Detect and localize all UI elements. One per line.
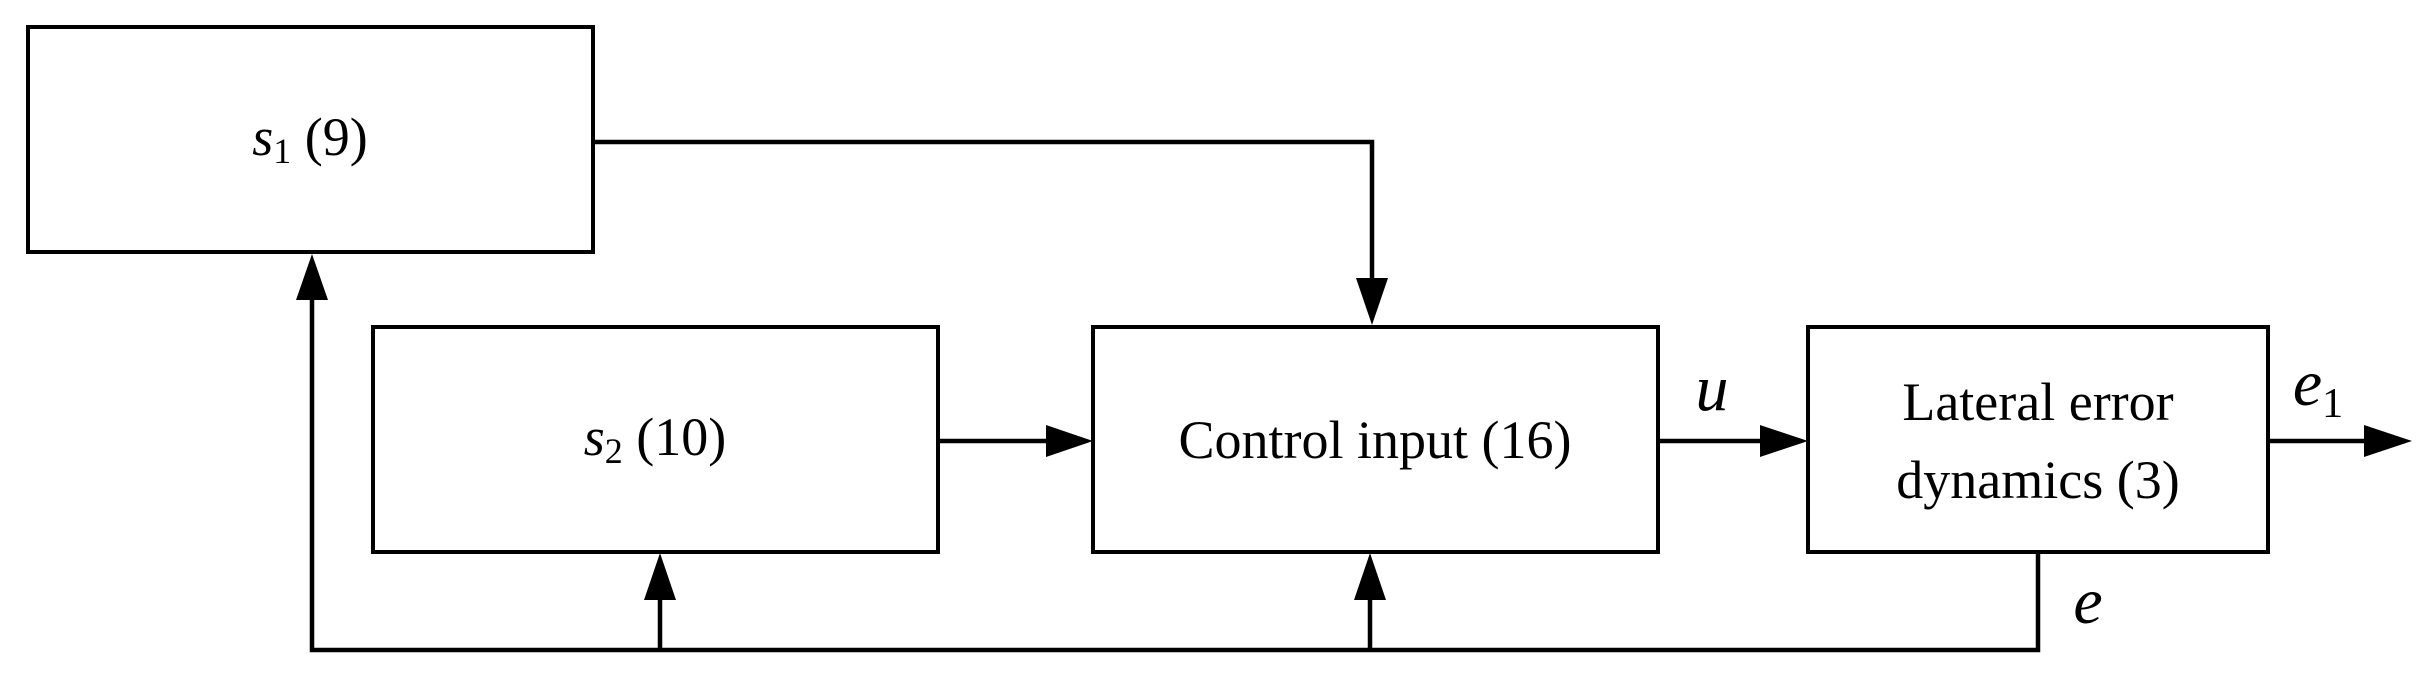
s2-equation-ref: (10)	[623, 407, 726, 467]
feedback-to-s2-arrowhead	[644, 553, 676, 600]
s1-block: s1 (9)	[26, 25, 595, 254]
feedback-to-control-arrowhead	[1354, 553, 1386, 600]
s2-subscript: 2	[605, 431, 623, 471]
lateral-error-dynamics-box	[1806, 325, 2270, 554]
s1-to-control-arrowhead	[1356, 278, 1388, 325]
control-input-block: Control input (16)	[1091, 325, 1660, 554]
lateral-error-dynamics-block: Lateral error dynamics (3)	[1806, 325, 2270, 554]
e1-output-arrowhead	[2364, 425, 2412, 457]
e-signal-label: e	[2073, 565, 2102, 638]
s2-var: s	[584, 407, 605, 467]
s1-to-control-wire	[593, 139, 1375, 282]
s2-block-box	[371, 325, 940, 554]
lateral-error-label-line1: Lateral error	[1902, 372, 2173, 432]
e1-var: e	[2293, 347, 2322, 420]
s2-block: s2 (10)	[371, 325, 940, 554]
s1-block-label: s1 (9)	[252, 107, 367, 171]
u-signal-label: u	[1696, 352, 1729, 425]
s1-block-box	[26, 25, 595, 254]
e1-signal-label: e1	[2293, 347, 2343, 427]
s2-block-label: s2 (10)	[584, 407, 726, 471]
e-feedback-wire	[309, 296, 2041, 653]
lateral-error-label-line2: dynamics (3)	[1896, 450, 2179, 510]
s2-to-control-arrowhead	[1046, 425, 1093, 457]
control-input-box	[1091, 325, 1660, 554]
s1-subscript: 1	[273, 131, 291, 171]
feedback-to-s1-arrowhead	[296, 254, 328, 300]
s1-equation-ref: (9)	[291, 107, 367, 167]
s1-var: s	[252, 107, 273, 167]
u-signal-arrowhead	[1760, 425, 1808, 457]
control-input-label: Control input (16)	[1179, 410, 1572, 470]
e1-subscript: 1	[2322, 381, 2343, 427]
